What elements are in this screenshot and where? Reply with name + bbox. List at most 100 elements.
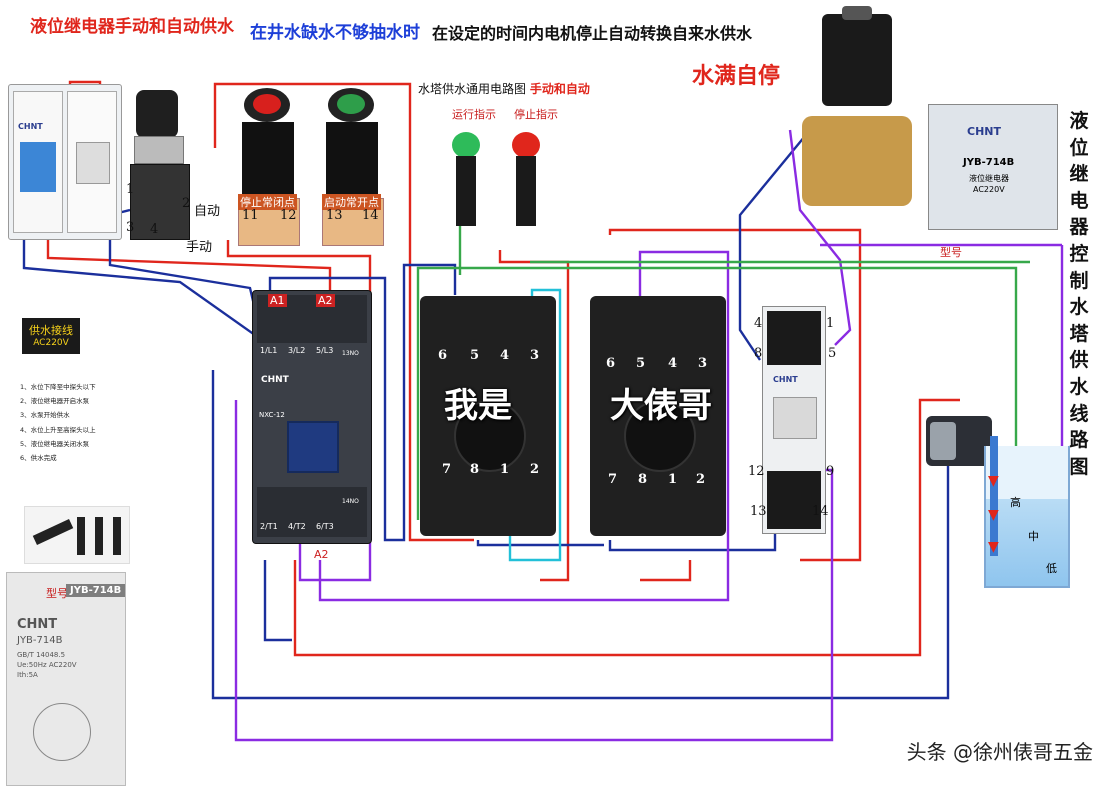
base2-top-6: 6 [606, 356, 616, 371]
note-step: 5、液位继电器关闭水泵 [20, 439, 90, 448]
contactor-model: NXC-12 [259, 411, 285, 419]
full-stop-title: 水满自停 [692, 64, 781, 89]
watermark: 头条 @徐州俵哥五金 [906, 740, 1093, 764]
breaker-toggle-2 [76, 142, 110, 184]
model-card-line1: JYB-714B [17, 635, 63, 646]
relay-base-1-socket [454, 400, 526, 472]
module-t9: 9 [826, 464, 835, 479]
module-t5: 5 [828, 346, 837, 361]
relay-base-2 [590, 296, 726, 536]
module-bottom-terminals [767, 471, 821, 529]
base1-top-4: 4 [500, 348, 510, 363]
contactor-t1: 2/T1 [260, 522, 278, 531]
model-card-diagram [33, 703, 91, 761]
note-title: 供水接线 [29, 324, 73, 337]
model-card: CHNT JYB-714B GB/T 14048.5 Ue:50Hz AC220… [6, 572, 126, 786]
selector-bezel [134, 136, 184, 164]
contactor-a1: A1 [268, 294, 287, 307]
base2-top-3: 3 [698, 356, 708, 371]
contactor-a2-bottom: A2 [314, 548, 329, 561]
solenoid-valve [802, 6, 912, 220]
probe-photo [24, 506, 130, 564]
valve-brass-body [802, 116, 912, 206]
model-card-brand: CHNT [17, 617, 58, 632]
probe-high-label: 高 [1010, 496, 1021, 509]
stop-lamp-lens [512, 132, 540, 158]
start-terminal-14: 14 [362, 208, 379, 223]
relay-base-2-socket [624, 400, 696, 472]
contactor-t3: 6/T3 [316, 522, 334, 531]
flow-arrow-3: ▼ [988, 539, 999, 555]
base2-top-4: 4 [668, 356, 678, 371]
selector-body [130, 164, 190, 240]
breaker-left-pole: CHNT [13, 91, 63, 233]
module-brand: CHNT [773, 375, 798, 384]
stop-nc-label: 停止常闭点 [238, 194, 297, 210]
diagram-title: 水塔供水通用电路图 [418, 82, 527, 96]
run-indicator-lamp [452, 132, 480, 228]
contactor-brand: CHNT [261, 375, 289, 385]
module-t8: 8 [754, 346, 763, 361]
base1-bot-1: 1 [500, 462, 510, 477]
stop-button-device [238, 88, 300, 248]
side-title: 液位继电器控制水塔供水线路图 [1069, 110, 1089, 478]
model-card-label: 型号 [46, 587, 68, 600]
module-window [773, 397, 817, 439]
note-sub: AC220V [33, 338, 69, 348]
model-card-chip: JYB-714B [66, 584, 126, 597]
base2-bot-7: 7 [608, 472, 618, 487]
base1-bot-7: 7 [442, 462, 452, 477]
time-relay-module: CHNT [762, 306, 826, 534]
base2-bot-1: 1 [668, 472, 678, 487]
sw-terminal-2: 2 [182, 196, 191, 211]
probe-1 [32, 519, 74, 545]
model-card-line3: Ue:50Hz AC220V [17, 661, 77, 669]
probe-3 [95, 517, 103, 555]
contactor-l1: 1/L1 [260, 346, 278, 355]
pump-motor [926, 416, 992, 466]
manual-label: 手动 [186, 240, 213, 255]
flow-arrow-1: ▼ [988, 473, 999, 489]
contactor-t2: 4/T2 [288, 522, 306, 531]
probe-2 [77, 517, 85, 555]
condition-title: 在井水缺水不够抽水时 [250, 23, 420, 43]
diagram-subtitle: 水塔供水通用电路图 手动和自动 [418, 80, 590, 97]
sw-terminal-1: 1 [126, 182, 135, 197]
valve-coil [822, 14, 892, 106]
selector-knob [136, 90, 178, 138]
probe-4 [113, 517, 121, 555]
base2-top-5: 5 [636, 356, 646, 371]
stop-indicator-label: 停止指示 [514, 108, 558, 121]
base2-bot-2: 2 [696, 472, 706, 487]
contactor-no13: 13NO [342, 350, 359, 357]
wiring-note-box: 供水接线 AC220V [22, 318, 80, 354]
run-lamp-lens [452, 132, 480, 158]
note-step: 2、液位继电器开启水泵 [20, 397, 90, 406]
contactor-no14: 14NO [342, 498, 359, 505]
start-button-device [322, 88, 384, 248]
relay-unit-model: JYB-714B [963, 157, 1015, 168]
note-step: 3、水泵开始供水 [20, 411, 70, 420]
note-step: 1、水位下降至中探头以下 [20, 383, 96, 391]
flow-arrow-2: ▼ [988, 507, 999, 523]
contactor-l3: 5/L3 [316, 346, 334, 355]
breaker-brand: CHNT [18, 122, 43, 131]
diagram-mode: 手动和自动 [529, 82, 590, 96]
sw-terminal-3: 3 [126, 220, 135, 235]
relay-unit-sub: 液位继电器 [969, 174, 1009, 183]
stop-lamp-body [516, 156, 536, 226]
start-terminal-13: 13 [326, 208, 343, 223]
auto-label: 自动 [194, 204, 221, 219]
module-top-terminals [767, 311, 821, 365]
water-tank [984, 446, 1070, 588]
module-t1: 1 [826, 316, 835, 331]
start-no-label: 启动常开点 [322, 194, 381, 210]
stop-terminal-12: 12 [280, 208, 297, 223]
contactor: CHNT NXC-12 [252, 290, 372, 544]
base1-top-3: 3 [530, 348, 540, 363]
valve-coil-cap [842, 6, 872, 20]
base2-bot-8: 8 [638, 472, 648, 487]
model-card-line4: Ith:5A [17, 671, 38, 679]
stop-button-cap [244, 88, 290, 122]
module-t13: 13 [750, 504, 767, 519]
